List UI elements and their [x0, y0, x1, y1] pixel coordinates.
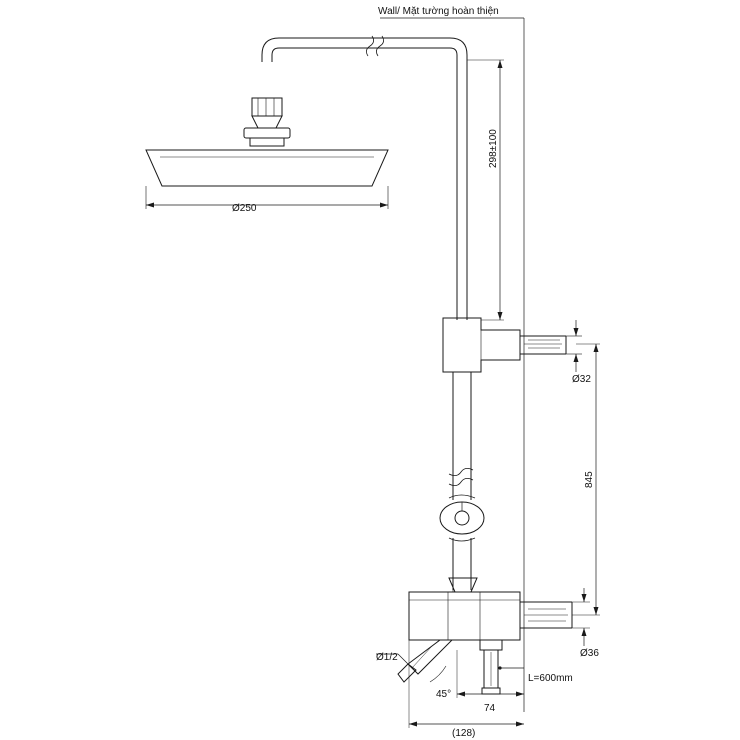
shower-arm-inner — [271, 47, 458, 80]
break-symbol-arm-2 — [376, 35, 384, 57]
holder-knob — [454, 510, 470, 526]
depth74-label: 74 — [484, 703, 496, 714]
wall-label: Wall/ Mặt tường hoàn thiện — [378, 6, 499, 17]
head-diameter-label: Ø250 — [232, 203, 257, 214]
head-neck — [249, 137, 285, 147]
hose-connector-end — [397, 663, 417, 683]
holder-top-curve — [448, 494, 476, 499]
holder-bottom-curve — [448, 537, 476, 542]
shower-head-body — [145, 149, 389, 187]
riser-height-label: 298±100 — [488, 129, 499, 168]
hose-length-label: L=600mm — [528, 673, 573, 684]
shower-arm-outer — [261, 37, 468, 80]
depth128-label: (128) — [452, 728, 475, 739]
head-ball-joint — [243, 127, 291, 139]
total-height-label: 845 — [584, 471, 595, 488]
angle-arc — [429, 665, 447, 683]
head-connector-upper — [251, 97, 283, 117]
inlet-dia-leader — [397, 653, 413, 669]
break-symbol-riser-1 — [448, 468, 474, 476]
inlet-diameter-label: Ø1/2 — [376, 652, 398, 663]
head-connector-taper — [251, 115, 283, 129]
outlet-end — [481, 687, 501, 695]
hose-connector-angled — [407, 639, 454, 675]
body-diameter-label: Ø36 — [580, 648, 599, 659]
spout-diameter-label: Ø32 — [572, 374, 591, 385]
break-symbol-riser-2 — [448, 478, 474, 486]
diverter-body — [442, 317, 521, 373]
outlet-collar — [479, 639, 503, 651]
angle-label: 45° — [436, 689, 451, 700]
mixer-body — [408, 591, 521, 641]
break-symbol-arm-1 — [366, 35, 374, 57]
